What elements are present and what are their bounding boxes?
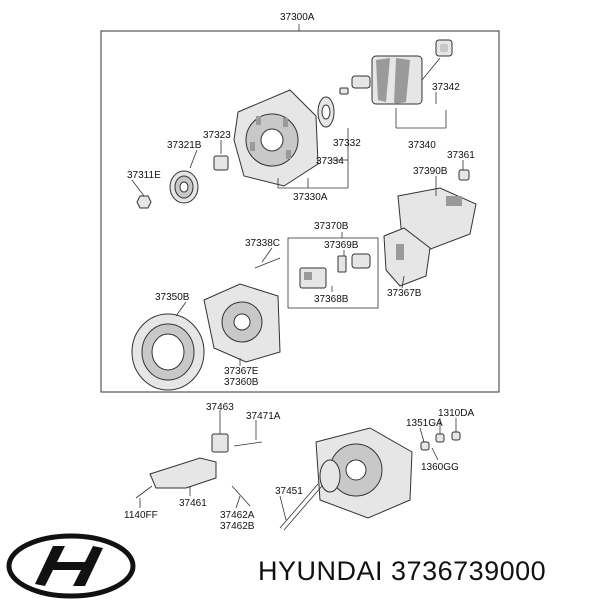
label-37338C: 37338C [245,238,280,249]
brand-name: HYUNDAI [258,556,384,586]
rear-housing-part [383,169,477,287]
label-37334: 37334 [316,156,344,167]
alternator-complete-part [279,427,413,531]
nuts-part [420,431,461,451]
label-37321B: 37321B [167,140,202,151]
label-37462B: 37462B [220,521,255,532]
label-1360GG: 1360GG [421,462,459,473]
label-37367E: 37367E [224,366,259,377]
label-37370B: 37370B [314,221,349,232]
part-number: 3736739000 [391,556,547,586]
assembly-frame [100,30,500,393]
label-37361: 37361 [447,150,475,161]
label-37300A: 37300A [280,12,315,23]
label-37463: 37463 [206,402,234,413]
leader-lines [131,92,464,521]
brush-holder-part [299,253,371,289]
front-housing-part [233,87,349,187]
label-37451: 37451 [275,486,303,497]
label-37323: 37323 [203,130,231,141]
label-37368B: 37368B [314,294,349,305]
label-37350B: 37350B [155,292,190,303]
label-37340: 37340 [408,140,436,151]
part-caption: HYUNDAI 3736739000 [258,556,546,587]
label-1351GA: 1351GA [406,418,443,429]
label-37332: 37332 [333,138,361,149]
rotor-part [351,39,453,105]
label-1310DA: 1310DA [438,408,474,419]
label-37342: 37342 [432,82,460,93]
label-37461: 37461 [179,498,207,509]
label-37390B: 37390B [413,166,448,177]
label-37311E: 37311E [127,170,161,181]
label-37471A: 37471A [246,411,281,422]
label-37330A: 37330A [293,192,328,203]
label-37360B: 37360B [224,377,259,388]
end-frame-part [203,283,281,363]
hyundai-logo-icon [6,533,136,599]
label-37462A: 37462A [220,510,255,521]
pulley-part [136,155,229,209]
label-1140FF: 1140FF [124,510,158,521]
brush-holder-box [287,237,379,309]
bracket-part [135,433,263,507]
label-37367B: 37367B [387,288,422,299]
stator-part [131,313,205,391]
label-37369B: 37369B [324,240,359,251]
